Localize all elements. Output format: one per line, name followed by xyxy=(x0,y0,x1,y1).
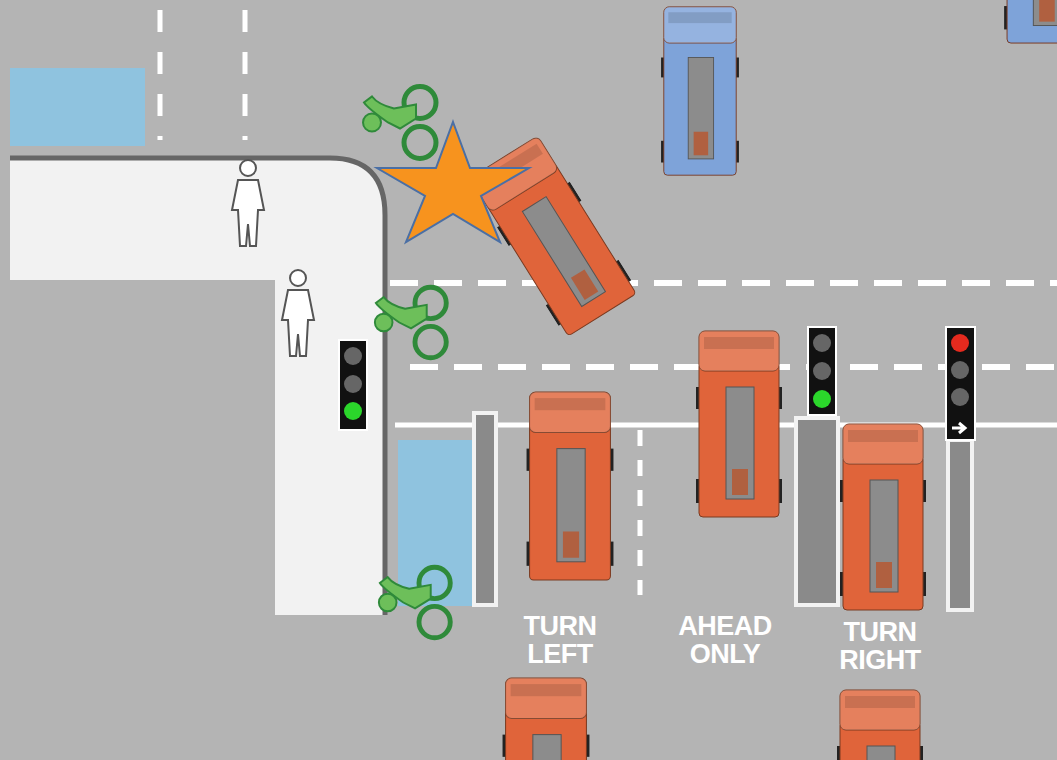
road-marking: TURN RIGHT xyxy=(839,618,920,674)
road-marking: TURN LEFT xyxy=(524,612,597,668)
road-marking: AHEAD ONLY xyxy=(678,612,772,668)
